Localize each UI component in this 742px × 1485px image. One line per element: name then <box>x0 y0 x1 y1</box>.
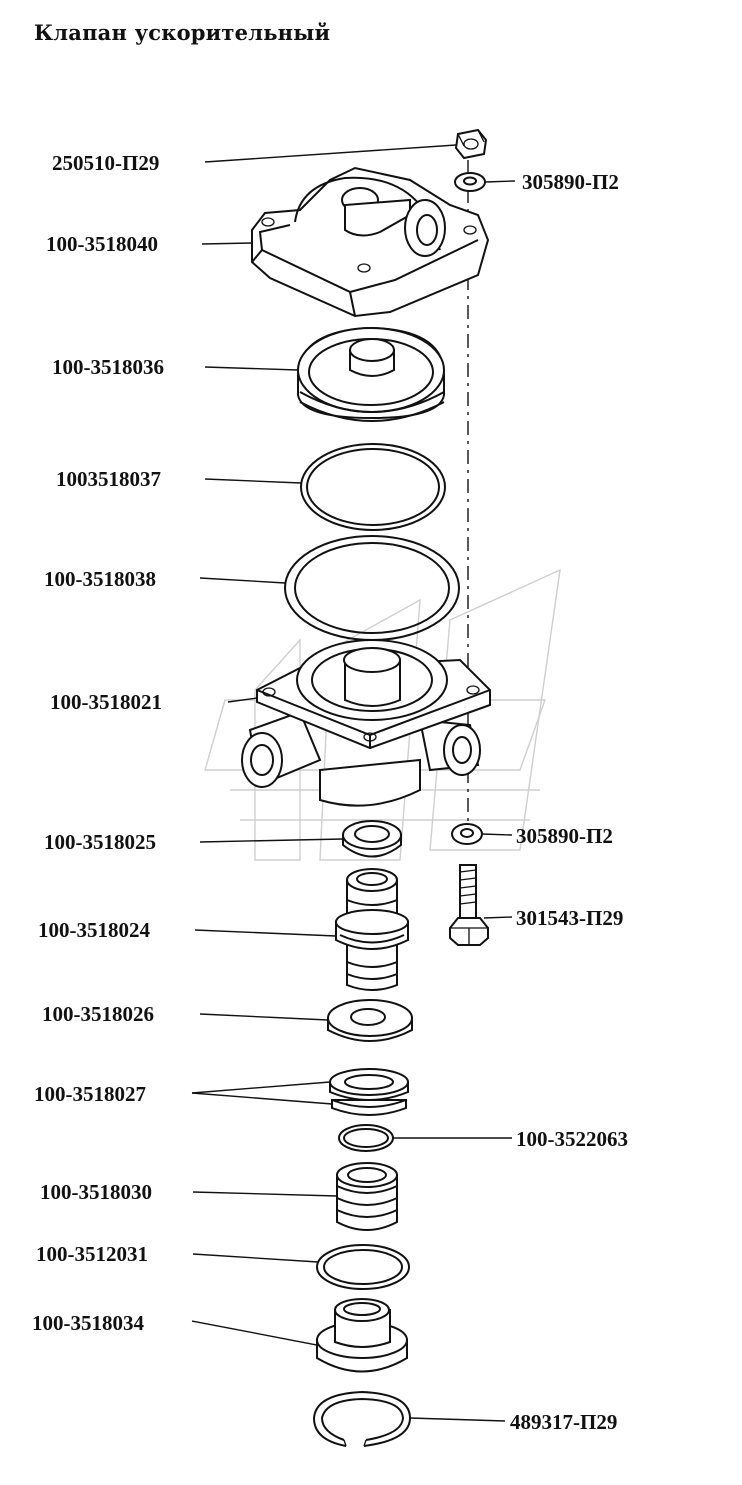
seat-3518034 <box>316 1298 408 1373</box>
label-305890-p2-top: 305890-П2 <box>522 170 619 194</box>
leader-lines <box>191 144 516 1422</box>
disc-3518026 <box>327 999 413 1042</box>
label-100-3518027: 100-3518027 <box>34 1082 146 1106</box>
ring-3522063 <box>338 1124 394 1152</box>
body-3518021 <box>241 639 491 807</box>
label-489317-p29: 489317-П29 <box>510 1410 617 1434</box>
ring-1003518037 <box>300 443 446 531</box>
washer-305890-lower <box>451 823 483 845</box>
label-100-3518026: 100-3518026 <box>42 1002 154 1026</box>
label-1003518037: 1003518037 <box>56 467 161 491</box>
ring-3518038 <box>284 535 460 641</box>
ring-3512031 <box>316 1244 410 1290</box>
label-100-3512031: 100-3512031 <box>36 1242 148 1266</box>
label-100-3518036: 100-3518036 <box>52 355 164 379</box>
label-100-3518034: 100-3518034 <box>32 1311 144 1335</box>
seal-3518027-upper <box>329 1068 409 1101</box>
label-305890-p2-lower: 305890-П2 <box>516 824 613 848</box>
snap-ring-489317 <box>312 1390 412 1447</box>
label-301543-p29: 301543-П29 <box>516 906 623 930</box>
cover-3518040 <box>251 166 490 318</box>
piston-3518036 <box>297 326 445 422</box>
label-100-3518025: 100-3518025 <box>44 830 156 854</box>
nut-250510 <box>454 128 488 160</box>
seal-3518027-lower <box>331 1099 407 1116</box>
washer-305890-top <box>454 172 486 192</box>
label-100-3518040: 100-3518040 <box>46 232 158 256</box>
spring-3518030 <box>336 1162 398 1231</box>
diagram-title: Клапан ускорительный <box>34 20 331 45</box>
label-100-3518038: 100-3518038 <box>44 567 156 591</box>
label-100-3518024: 100-3518024 <box>38 918 150 942</box>
label-250510-p29: 250510-П29 <box>52 151 159 175</box>
bolt-301543 <box>449 864 489 946</box>
label-100-3518021: 100-3518021 <box>50 690 162 714</box>
valve-3518024 <box>335 868 409 991</box>
label-100-3522063: 100-3522063 <box>516 1127 628 1151</box>
part-labels: 250510-П29 305890-П2 100-3518040 100-351… <box>32 151 628 1434</box>
label-100-3518030: 100-3518030 <box>40 1180 152 1204</box>
seal-3518025 <box>342 820 402 858</box>
